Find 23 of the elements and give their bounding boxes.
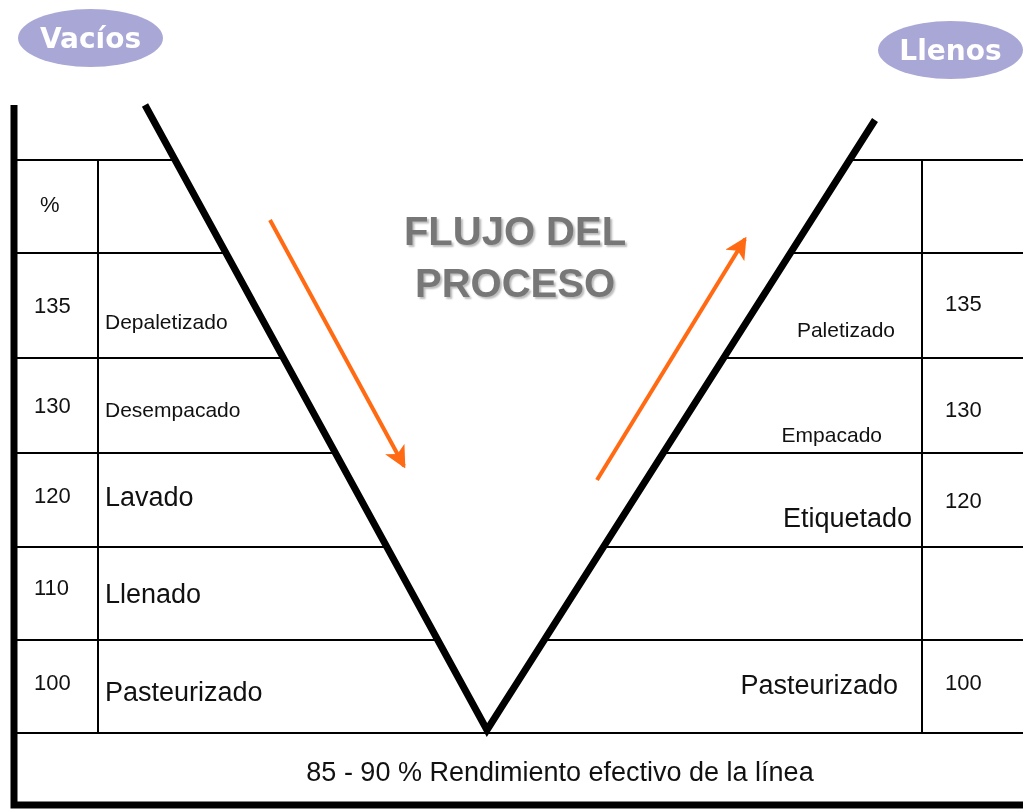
- diagram-title: FLUJO DEL PROCESO: [402, 208, 628, 307]
- oval-tag: Vacíos: [18, 9, 163, 67]
- stage-label: Pasteurizado: [105, 677, 263, 709]
- percent-value: 100: [945, 670, 982, 696]
- stage-label: Llenado: [105, 579, 202, 611]
- oval-tag: Llenos: [878, 21, 1023, 79]
- percent-value: 100: [34, 670, 71, 696]
- percent-value: 135: [34, 293, 71, 319]
- percent-value: 130: [945, 397, 982, 423]
- percent-value: 135: [945, 291, 982, 317]
- percent-value: 120: [945, 488, 982, 514]
- percent-value: 120: [34, 483, 71, 509]
- stage-label: Lavado: [105, 482, 194, 514]
- percent-value: 130: [34, 393, 71, 419]
- stage-label: Empacado: [781, 423, 882, 448]
- footer-text: 85 - 90 % Rendimiento efectivo de la línea: [306, 757, 814, 789]
- stage-label: Etiquetado: [782, 503, 912, 535]
- stage-label: Pasteurizado: [740, 670, 898, 702]
- stage-label: Desempacado: [105, 398, 241, 423]
- percent-value: 110: [34, 575, 70, 601]
- stage-label: Depaletizado: [105, 310, 228, 335]
- stage-label: Paletizado: [796, 318, 895, 343]
- column-header: %: [40, 192, 60, 218]
